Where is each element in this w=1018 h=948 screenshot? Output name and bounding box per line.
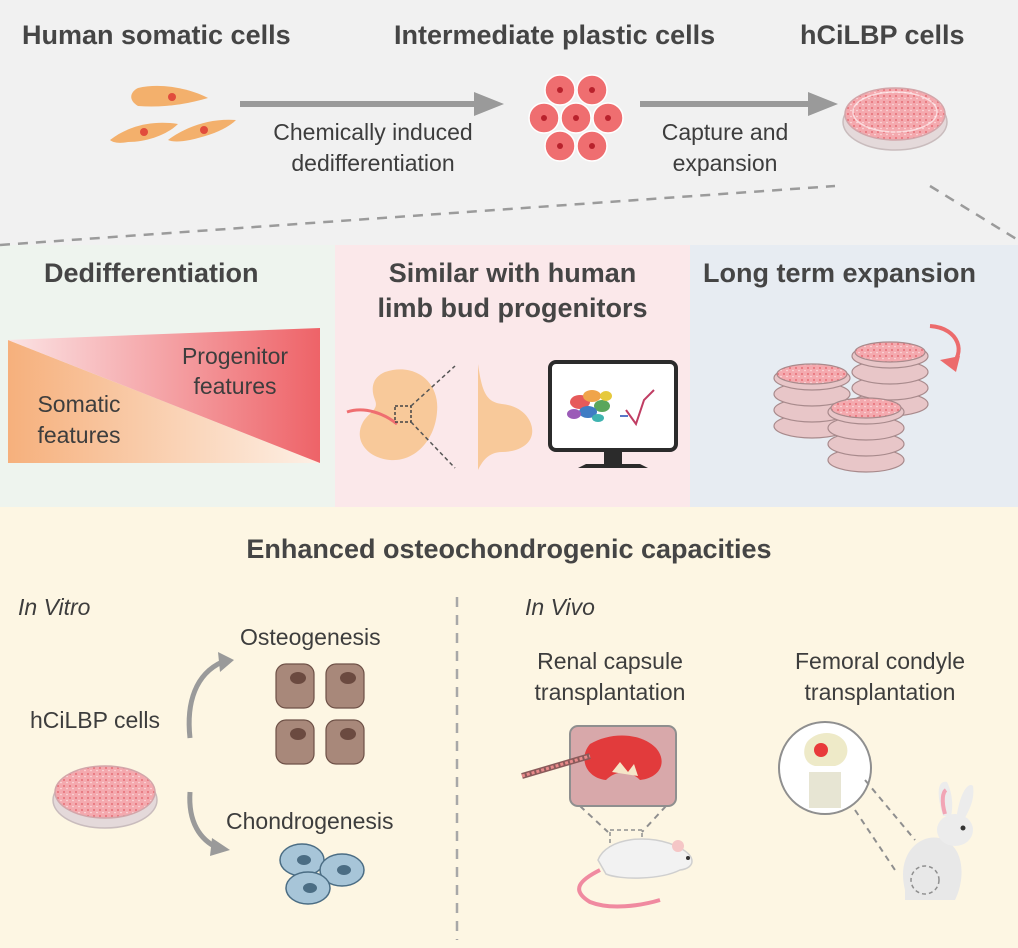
knee-transplant-icon xyxy=(778,721,974,900)
arrow1-label-line2: dedifferentiation xyxy=(291,150,455,176)
limb-bud-title-line2: limb bud progenitors xyxy=(377,293,648,323)
somatic-features-line2: features xyxy=(37,422,121,448)
petri-dish-icon xyxy=(842,87,948,151)
osteogenesis-icon xyxy=(275,663,365,765)
dedifferentiation-title: Dedifferentiation xyxy=(44,258,259,288)
renal-capsule-line1: Renal capsule xyxy=(537,648,683,674)
chondrogenesis-label: Chondrogenesis xyxy=(226,808,394,834)
bottom-petri-dish-icon xyxy=(52,765,158,829)
in-vitro-label: In Vitro xyxy=(18,594,91,620)
hcilbp-cells-label: hCiLBP cells xyxy=(30,707,160,733)
bottom-title: Enhanced osteochondrogenic capacities xyxy=(246,534,772,564)
femoral-condyle-line1: Femoral condyle xyxy=(794,648,966,674)
somatic-cells-title: Human somatic cells xyxy=(22,20,291,50)
somatic-features-line1: Somatic xyxy=(37,391,121,417)
renal-capsule-line2: transplantation xyxy=(534,679,686,705)
arrow2-label-line1: Capture and xyxy=(661,119,789,145)
limb-bud-title-line1: Similar with human xyxy=(388,258,637,288)
feature-gradient-graphic xyxy=(8,328,320,463)
process-arrow-1 xyxy=(240,92,504,116)
plastic-cells-icon xyxy=(528,74,624,162)
hcilbp-cells-title: hCiLBP cells xyxy=(800,20,965,50)
expansion-title: Long term expansion xyxy=(703,258,977,288)
dish-stacks-icon xyxy=(773,324,961,473)
in-vivo-label: In Vivo xyxy=(525,594,595,620)
osteogenesis-label: Osteogenesis xyxy=(240,624,381,650)
chondrogenesis-icon xyxy=(279,843,365,905)
arrow2-label-line2: expansion xyxy=(672,150,778,176)
dish-stack-front xyxy=(827,397,905,473)
progenitor-features-line1: Progenitor xyxy=(181,343,289,369)
femoral-condyle-line2: transplantation xyxy=(804,679,956,705)
progenitor-features-line2: features xyxy=(193,373,277,399)
dashed-divider xyxy=(0,184,1018,940)
kidney-transplant-icon xyxy=(521,725,693,909)
arrow1-label-line1: Chemically induced xyxy=(273,119,473,145)
somatic-cells-icon xyxy=(110,85,236,143)
monitor-icon xyxy=(548,360,678,468)
embryo-icon xyxy=(346,365,456,469)
limb-bud-icon xyxy=(478,364,533,470)
process-arrow-2 xyxy=(640,92,838,116)
plastic-cells-title: Intermediate plastic cells xyxy=(394,20,716,50)
branch-arrows-icon xyxy=(186,652,234,856)
